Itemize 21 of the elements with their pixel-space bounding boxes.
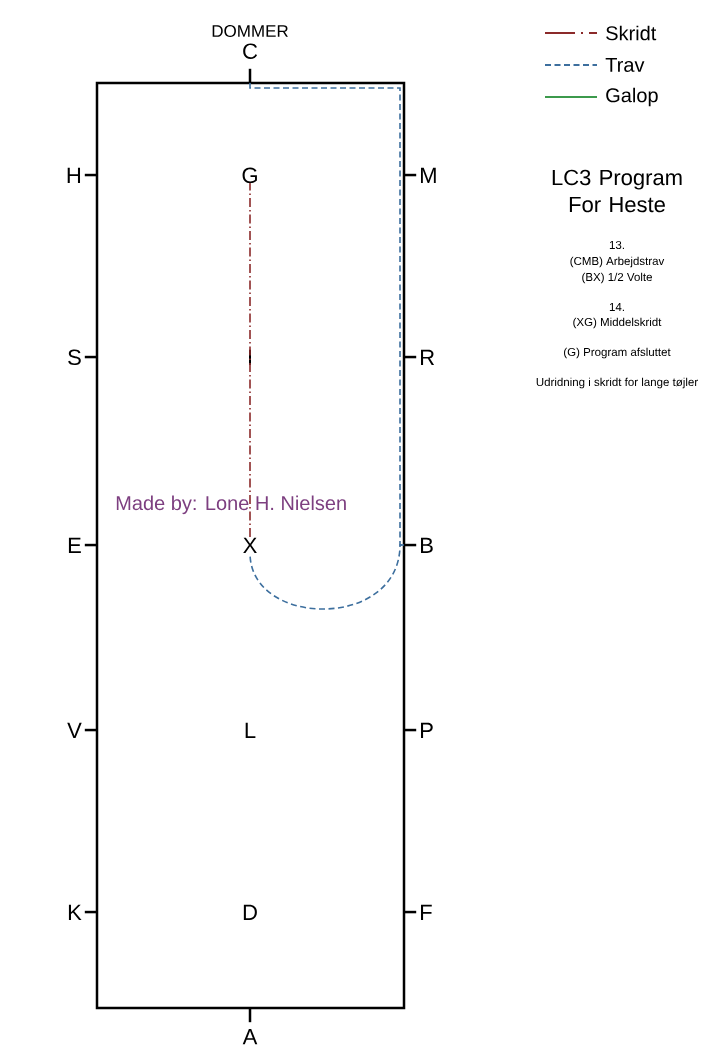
arena-letter: L: [245, 722, 256, 738]
dash-dot-path: [249, 182, 251, 538]
program-note: (XG) Middelskridt: [573, 317, 662, 329]
title: LC3 Program For Heste: [552, 169, 682, 213]
arena-letter: X: [243, 537, 257, 553]
arena-letter: G: [242, 167, 257, 184]
legend-label: Galop: [606, 87, 658, 107]
program-note: (BX) 1/2 Volte: [582, 272, 652, 284]
arena-outline: [95, 81, 406, 1010]
dashed-path: [249, 544, 405, 610]
marker-caption: DOMMER: [212, 25, 288, 38]
arena-letter: I: [248, 349, 251, 365]
legend-label: Trav: [605, 58, 645, 72]
program-note: Udridning i skridt for lange tøjler: [536, 377, 698, 389]
credit-text: Made by: Lone H. Nielsen: [116, 495, 346, 515]
program-note: (CMB) Arbejdstrav: [570, 256, 665, 268]
program-note: 14.: [609, 303, 624, 311]
legend-label: Skridt: [606, 25, 657, 41]
program-note: 13.: [609, 240, 624, 250]
arena-letter: D: [243, 904, 257, 920]
program-note: (G) Program afsluttet: [564, 347, 671, 359]
